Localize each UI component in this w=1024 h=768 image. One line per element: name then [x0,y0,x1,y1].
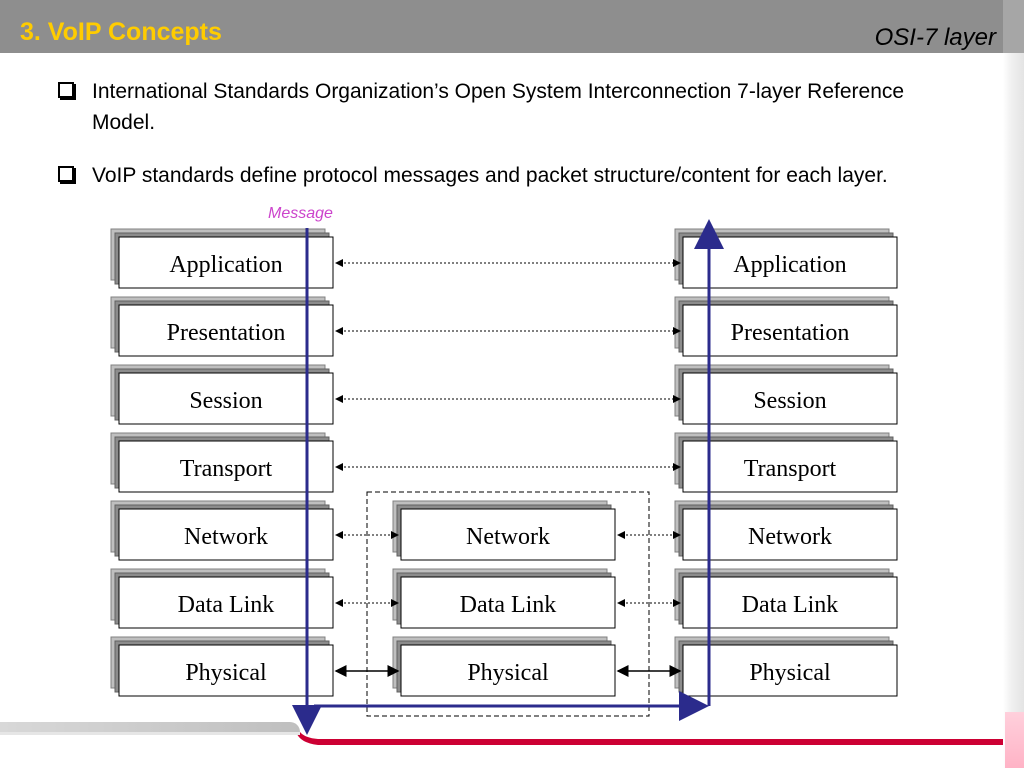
bullet-item: VoIP standards define protocol messages … [58,160,948,191]
right-layer-box [674,500,898,561]
right-decor-stripe [1003,0,1024,768]
layer-label: Network [466,524,550,550]
layer-label: Transport [180,456,273,482]
middle-layer-box [392,636,616,697]
router-dashed-box [366,491,650,717]
left-layer-box [110,568,334,629]
title-bar [0,0,1003,53]
layer-label: Data Link [178,592,275,618]
slide-title: 3. VoIP Concepts [20,18,222,46]
left-layer-box [110,296,334,357]
slide-subtitle: OSI-7 layer [874,24,996,51]
layer-label: Physical [749,660,831,686]
right-layer-box [674,636,898,697]
layer-label: Network [184,524,268,550]
bullet-text: VoIP standards define protocol messages … [92,164,888,187]
right-layer-box [674,364,898,425]
message-label: Message [268,205,333,222]
layer-label: Transport [744,456,837,482]
layer-label: Application [169,252,282,278]
bullet-list: International Standards Organization’s O… [58,76,948,213]
layer-label: Presentation [731,320,850,346]
right-layer-box [674,568,898,629]
layer-label: Session [753,388,826,414]
right-layer-box [674,296,898,357]
middle-layer-box [392,500,616,561]
left-layer-box [110,636,334,697]
layer-label: Presentation [167,320,286,346]
layer-label: Data Link [742,592,839,618]
pink-corner-tab [1005,712,1024,768]
bullet-text: International Standards Organization’s O… [92,80,905,134]
left-layer-box [110,228,334,289]
left-layer-box [110,500,334,561]
layer-label: Network [748,524,832,550]
bullet-item: International Standards Organization’s O… [58,76,948,138]
left-layer-box [110,364,334,425]
layer-label: Physical [467,660,549,686]
layer-label: Application [733,252,846,278]
middle-layer-box [392,568,616,629]
left-layer-box [110,432,334,493]
layer-label: Physical [185,660,267,686]
right-layer-box [674,432,898,493]
layer-label: Data Link [460,592,557,618]
bottom-gray-bar [0,722,300,732]
right-decor-stripe-top [1003,0,1024,53]
checkbox-bullet-icon [58,166,74,182]
checkbox-bullet-icon [58,82,74,98]
layer-label: Session [189,388,262,414]
